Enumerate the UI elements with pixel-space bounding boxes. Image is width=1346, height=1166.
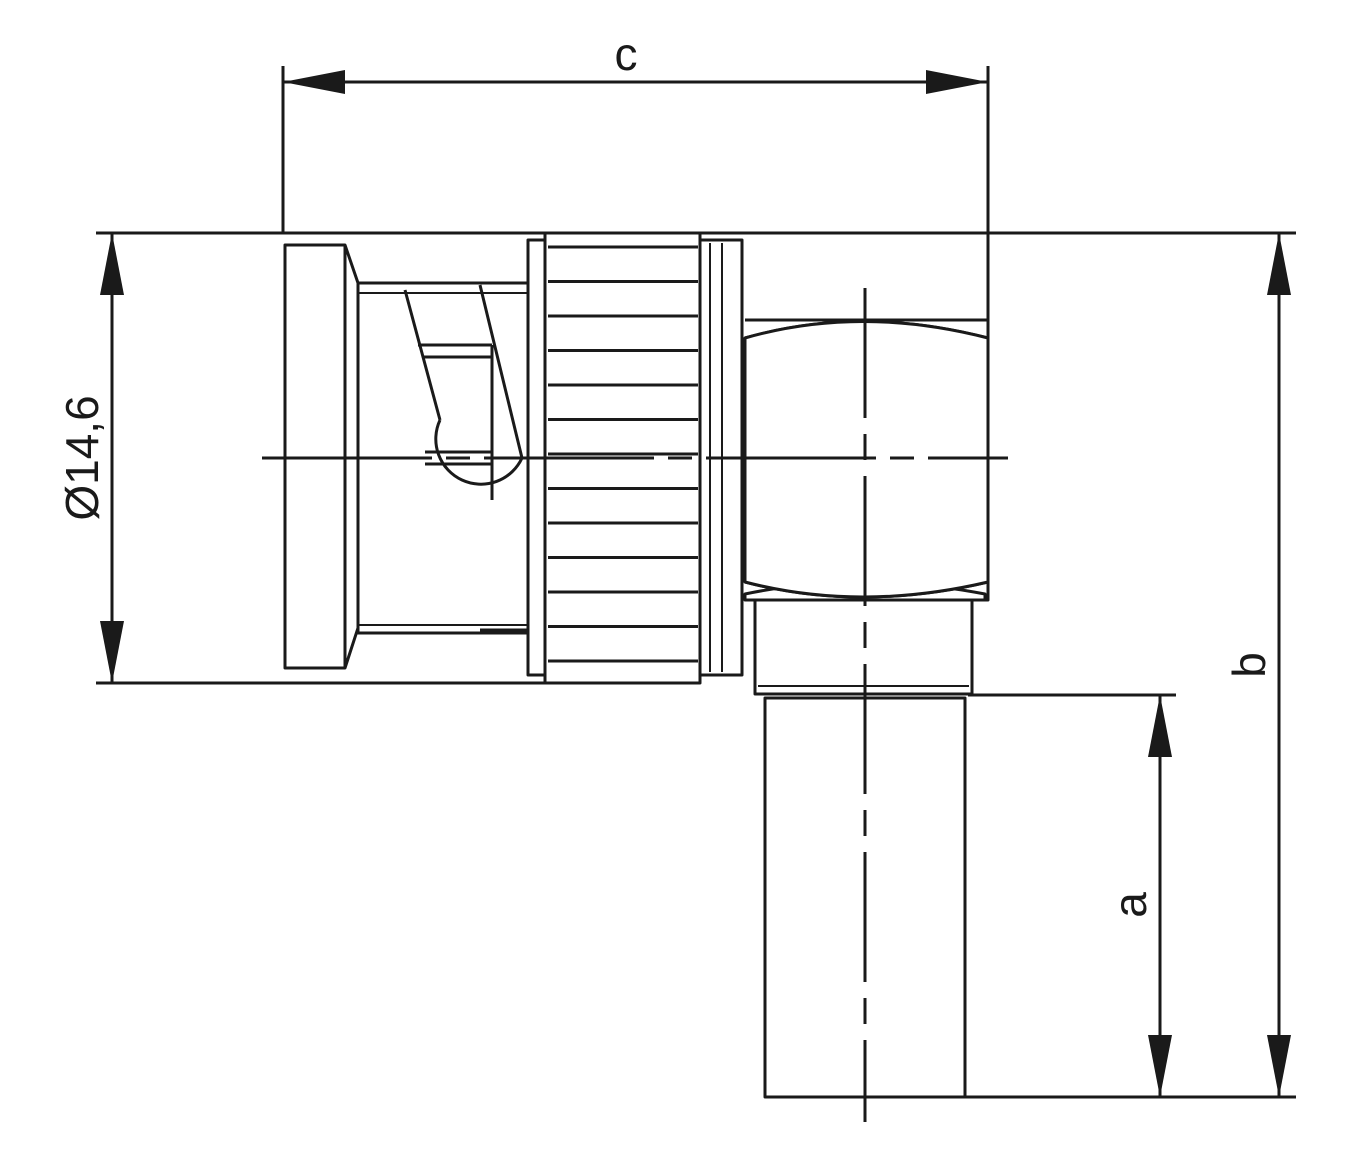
dimension-c-label: c [615,28,638,80]
dimension-a: a [968,693,1176,1097]
dimension-a-label: a [1104,892,1156,918]
dimension-b: b [700,231,1296,1099]
dimension-diameter-label: Ø14,6 [56,395,108,520]
dimension-diameter: Ø14,6 [56,231,545,685]
dimension-c: c [281,28,990,320]
centerlines [262,288,1008,1122]
knurl-lines [548,245,698,663]
dimension-b-label: b [1223,652,1275,678]
